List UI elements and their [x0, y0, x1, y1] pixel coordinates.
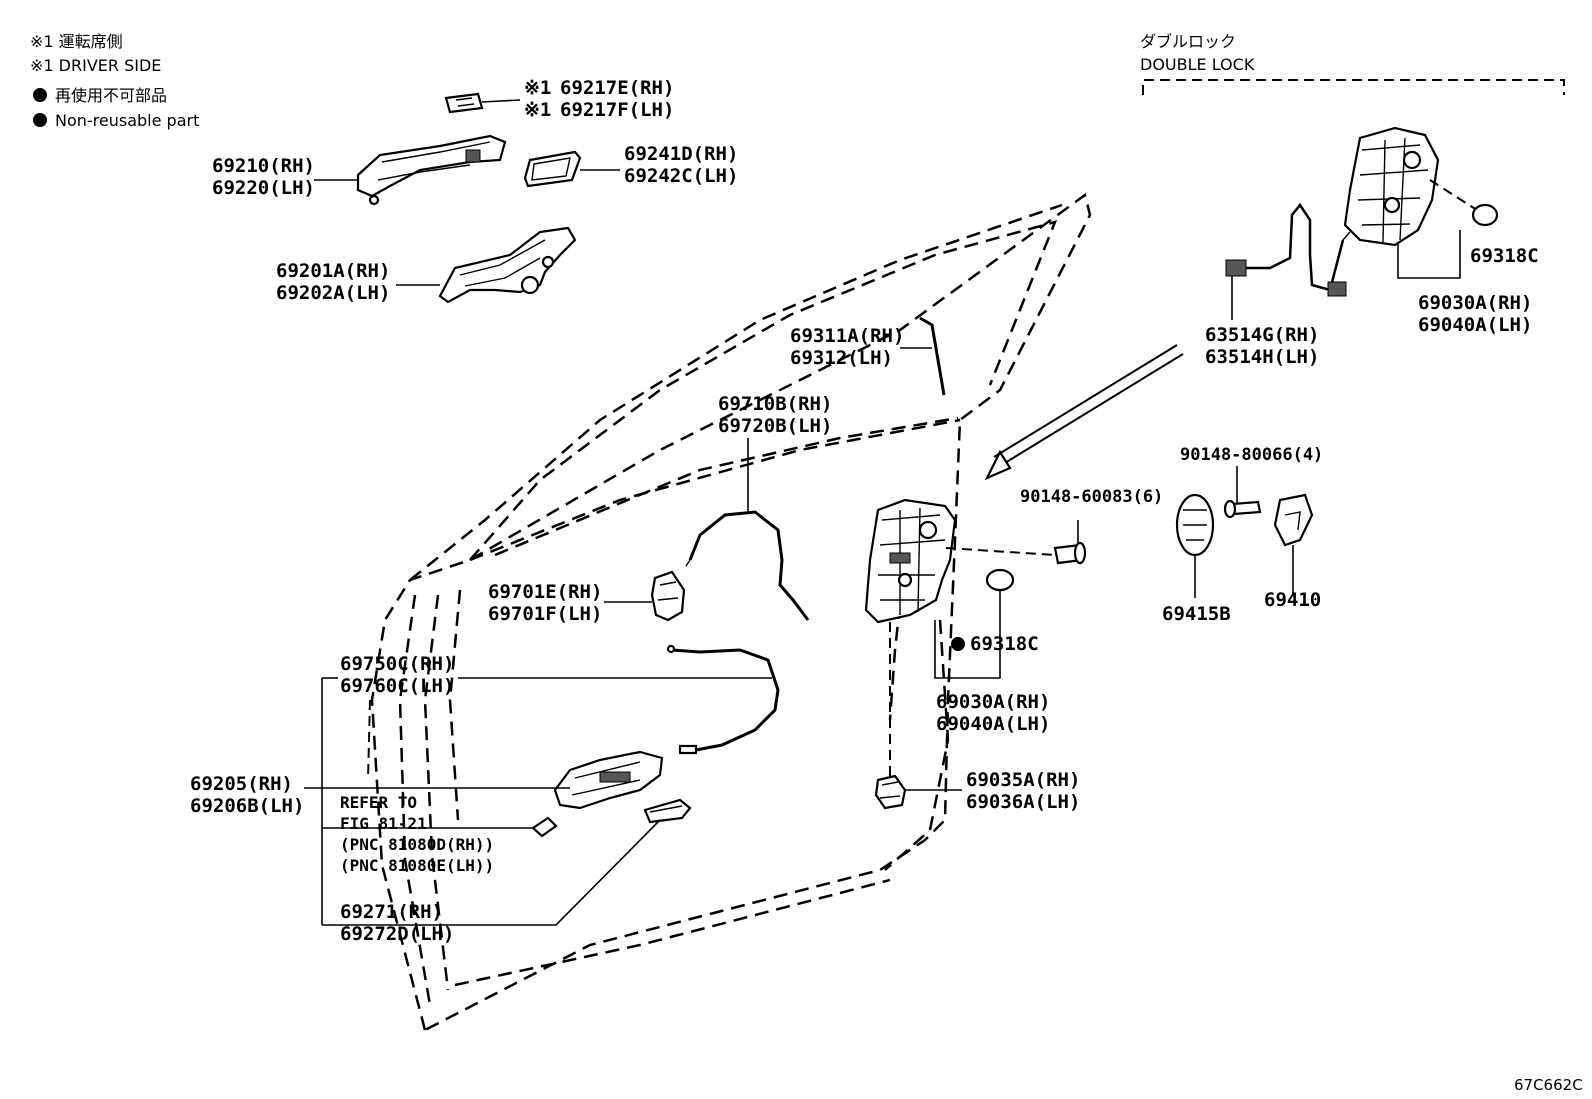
cap-prefix: ※1 [524, 77, 551, 99]
lock-bolt-label: 90148-60083(6) [1020, 487, 1163, 507]
window-frame-outer [409, 203, 1063, 581]
seal-ring-part [985, 568, 1015, 592]
striker-bolt-part [1223, 466, 1262, 519]
striker-cover-label: 69415B [1162, 603, 1231, 625]
double-lock-bracket [1142, 79, 1565, 95]
lock-main-rh-label: 69030A(RH) [936, 691, 1050, 713]
seal-main-label: 69318C [970, 633, 1039, 655]
refer-line-4: (PNC 81080E(LH)) [340, 856, 494, 875]
bezel-rh-label: 69271(RH) [340, 901, 443, 923]
bezel-lh-label: 69272D(LH) [340, 923, 454, 945]
lower-cable-rh-label: 69750C(RH) [340, 653, 454, 675]
door-inner-edge [398, 594, 432, 1006]
refer-line-3: (PNC 81080D(RH)) [340, 835, 494, 854]
bezel-leader [322, 819, 661, 926]
seal-top-label: 69318C [1470, 245, 1539, 267]
handle-cap-part [444, 92, 521, 114]
non-reusable-dot-icon [33, 88, 47, 102]
window-frame-inner [469, 220, 1058, 561]
striker-label: 69410 [1264, 589, 1321, 611]
lock-top-rh-label: 69030A(RH) [1418, 292, 1532, 314]
double-lock-header: ダブルロック DOUBLE LOCK [1140, 32, 1565, 95]
cable-bracket-part [604, 570, 686, 622]
rod-lh-label: 69312(LH) [790, 347, 893, 369]
belt-line-inner [494, 416, 959, 557]
upper-cable-part [685, 438, 810, 621]
door-inner-edge-3 [448, 589, 462, 821]
inside-handle-lh-label: 69206B(LH) [190, 795, 304, 817]
frame-lh-label: 69202A(LH) [276, 282, 390, 304]
lock-top-lh-label: 69040A(LH) [1418, 314, 1532, 336]
bracket-lh-label: 69701F(LH) [488, 603, 602, 625]
legend: ※1 運転席側 ※1 DRIVER SIDE 再使用不可部品 Non-reusa… [30, 32, 199, 130]
double-lock-en: DOUBLE LOCK [1140, 55, 1255, 74]
cap-prefix: ※1 [524, 99, 551, 121]
lock-protector-part [874, 622, 962, 810]
legend-non-reusable-en: Non-reusable part [55, 111, 199, 130]
protector-rh-label: 69035A(RH) [966, 769, 1080, 791]
door-outline [367, 192, 1092, 1032]
pad-rh-label: 69241D(RH) [624, 143, 738, 165]
door-bottom-inner [454, 878, 891, 987]
inside-handle-rh-label: 69205(RH) [190, 773, 293, 795]
bracket-rh-label: 69701E(RH) [488, 581, 602, 603]
door-rear-edge [884, 619, 950, 871]
striker-cover-part [1175, 493, 1215, 598]
refer-line-2: FIG 81-21 [340, 814, 427, 833]
figure-id: 67C662C [1514, 1076, 1583, 1094]
door-rear-inner [888, 604, 902, 721]
cap-rh-label: 69217E(RH) [560, 77, 674, 99]
legend-non-reusable-jp: 再使用不可部品 [55, 86, 167, 105]
outside-handle-lh-label: 69220(LH) [212, 177, 315, 199]
belt-line [469, 418, 961, 562]
pad-lh-label: 69242C(LH) [624, 165, 738, 187]
frame-rh-label: 69201A(RH) [276, 260, 390, 282]
cap-lh-label: 69217F(LH) [560, 99, 674, 121]
lower-cable-part [458, 644, 780, 755]
wire-harness-part [1225, 202, 1351, 320]
striker-part [1273, 493, 1314, 595]
door-inner-edge-2 [423, 594, 450, 991]
handle-pad-part [523, 150, 620, 188]
protector-lh-label: 69036A(LH) [966, 791, 1080, 813]
outside-handle-part [314, 134, 507, 206]
lock-main-leader [934, 590, 1001, 679]
upper-cable-rh-label: 69710B(RH) [718, 393, 832, 415]
rod-rh-label: 69311A(RH) [790, 325, 904, 347]
legend-driver-side-jp: ※1 運転席側 [30, 32, 123, 51]
lock-bolt-part [1053, 520, 1087, 565]
outside-handle-rh-label: 69210(RH) [212, 155, 315, 177]
wire-harness-rh-label: 63514G(RH) [1205, 324, 1319, 346]
door-trim-dash [367, 699, 371, 781]
non-reusable-dot-icon [33, 113, 47, 127]
refer-line-1: REFER TO [340, 793, 417, 812]
legend-driver-side-en: ※1 DRIVER SIDE [30, 56, 161, 75]
upper-cable-lh-label: 69720B(LH) [718, 415, 832, 437]
handle-frame-part [396, 226, 577, 304]
lock-rod-part [900, 316, 946, 396]
double-lock-arrow-icon [984, 344, 1184, 481]
lower-cable-lh-label: 69760C(LH) [340, 675, 454, 697]
double-lock-assembly-part [1343, 126, 1481, 279]
door-outer-line [370, 192, 1092, 1032]
double-lock-jp: ダブルロック [1140, 32, 1236, 51]
inside-handle-part [531, 750, 692, 838]
lock-main-lh-label: 69040A(LH) [936, 713, 1050, 735]
door-lock-assembly-part [864, 498, 1056, 624]
double-lock-seal-part [1471, 203, 1499, 227]
striker-bolt-label: 90148-80066(4) [1180, 445, 1323, 465]
wire-harness-lh-label: 63514H(LH) [1205, 346, 1319, 368]
non-reusable-dot-icon [951, 637, 965, 651]
